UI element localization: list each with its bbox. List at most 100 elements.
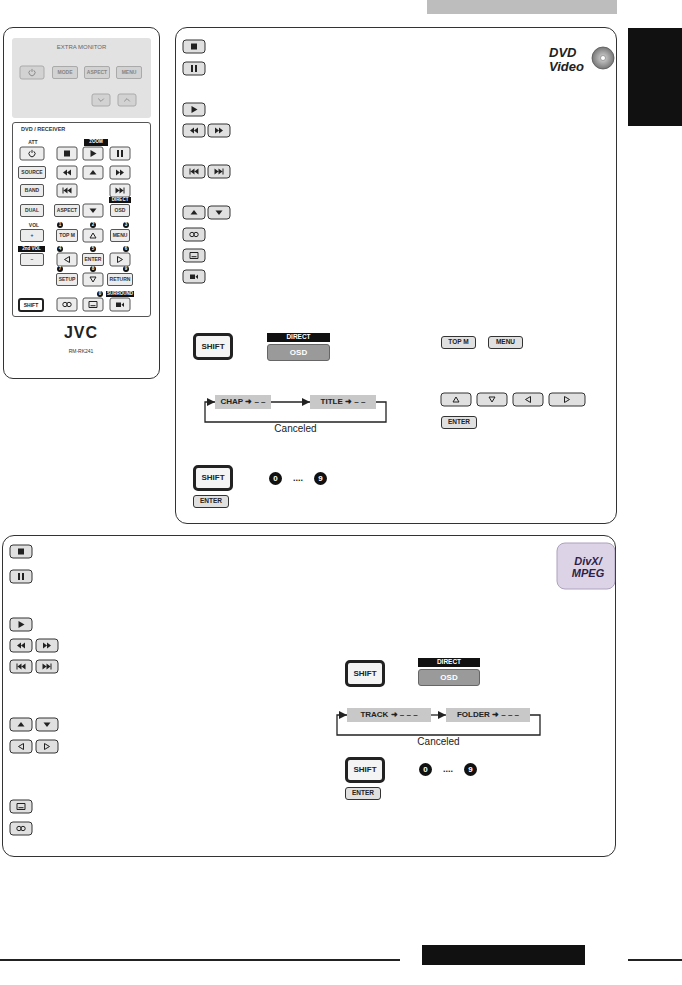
rew-button bbox=[183, 124, 205, 137]
button-text: CHAP ➜ – – bbox=[220, 398, 265, 406]
button-text: SOURCE bbox=[21, 170, 42, 175]
button-frame bbox=[36, 718, 58, 731]
osd-button: DIRECTOSD bbox=[418, 658, 480, 686]
shift-button: SHIFT bbox=[18, 298, 44, 312]
button-frame bbox=[83, 298, 103, 311]
button-glyph bbox=[18, 573, 24, 580]
button-glyph bbox=[43, 664, 52, 670]
button-glyph bbox=[489, 397, 495, 402]
button-text: TITLE ➜ – – bbox=[321, 398, 366, 406]
prev-button bbox=[183, 165, 205, 178]
remote-button: TOP M bbox=[56, 229, 78, 242]
ff-button bbox=[36, 639, 58, 652]
button-frame bbox=[92, 94, 110, 106]
tu-button bbox=[83, 229, 103, 242]
shift-button: SHIFT bbox=[193, 465, 233, 491]
number-key: 9 bbox=[464, 763, 477, 776]
button-glyph bbox=[19, 621, 25, 628]
shift-button: SHIFT bbox=[345, 757, 385, 783]
cycle-arrow bbox=[205, 402, 386, 422]
enter-button: ENTER bbox=[345, 787, 381, 800]
button-text: ASPECT bbox=[87, 70, 107, 75]
button-frame bbox=[57, 147, 77, 160]
search-step: FOLDER ➜ – – – bbox=[446, 708, 530, 722]
next-button bbox=[110, 184, 130, 197]
remote-button: OSD bbox=[110, 204, 130, 217]
button-text: MENU bbox=[113, 233, 128, 238]
number-key: 5 bbox=[90, 246, 96, 252]
next-button bbox=[36, 660, 58, 673]
button-glyph bbox=[453, 397, 459, 402]
button-glyph bbox=[565, 397, 570, 403]
rew-button bbox=[57, 166, 77, 179]
td-button bbox=[477, 393, 507, 406]
heading-text: JVC bbox=[4, 324, 158, 342]
button-glyph bbox=[17, 804, 25, 810]
button-glyph bbox=[216, 211, 223, 216]
dvd-panel: DVD VideoSHIFTDIRECTOSDCHAP ➜ – –TITLE ➜… bbox=[175, 27, 617, 524]
button-frame bbox=[183, 165, 205, 178]
page-tab bbox=[422, 945, 585, 965]
button-text: ASPECT bbox=[57, 208, 77, 213]
button-text: MODE bbox=[58, 70, 73, 75]
cycle-arrow bbox=[271, 401, 310, 402]
button-frame bbox=[83, 166, 103, 179]
heading-text: EXTRA MONITOR bbox=[12, 43, 151, 51]
audio-button bbox=[57, 298, 77, 311]
button-glyph bbox=[65, 257, 70, 263]
button-frame bbox=[57, 166, 77, 179]
up-button bbox=[183, 206, 205, 219]
tr-button bbox=[110, 253, 130, 266]
button-glyph bbox=[17, 826, 25, 830]
button-glyph bbox=[89, 302, 97, 308]
heading-text: DVD Video bbox=[549, 46, 593, 78]
language-tab bbox=[628, 28, 682, 126]
key-label: VOL bbox=[24, 222, 44, 228]
button-frame bbox=[110, 166, 130, 179]
button-glyph bbox=[63, 170, 71, 176]
button-frame bbox=[183, 124, 205, 137]
button-glyph bbox=[116, 170, 124, 176]
range-dots: .... bbox=[284, 472, 312, 485]
button-text: OSD bbox=[115, 208, 126, 213]
remote-button: ASPECT bbox=[54, 204, 80, 217]
button-glyph bbox=[98, 99, 104, 102]
key-label: ZOOM bbox=[84, 139, 108, 146]
button-text: SETUP bbox=[59, 277, 76, 282]
button-glyph bbox=[190, 232, 198, 236]
button-frame bbox=[183, 249, 205, 262]
remote-button: + bbox=[20, 229, 44, 242]
cycle-arrow bbox=[337, 715, 540, 735]
button-glyph bbox=[91, 150, 97, 157]
button-glyph bbox=[29, 150, 35, 157]
sub-button bbox=[183, 249, 205, 262]
play-button bbox=[10, 618, 32, 631]
number-key: 3 bbox=[123, 222, 129, 228]
number-key: 9 bbox=[314, 472, 327, 485]
down-button bbox=[208, 206, 230, 219]
menu-button: MENU bbox=[488, 336, 523, 349]
number-key: 0 bbox=[97, 291, 103, 297]
tl-button bbox=[57, 253, 77, 266]
button-frame bbox=[183, 228, 205, 241]
button-frame bbox=[83, 204, 103, 217]
button-text: ENTER bbox=[85, 257, 102, 262]
button-frame bbox=[83, 273, 103, 286]
button-frame bbox=[441, 393, 471, 406]
button-glyph bbox=[45, 744, 50, 750]
heading-text: DivX/ MPEG bbox=[560, 546, 616, 588]
number-key: 7 bbox=[57, 266, 63, 272]
button-frame bbox=[10, 718, 32, 731]
divx-logo bbox=[557, 543, 615, 589]
disc-hole bbox=[601, 56, 606, 61]
remote-button: MODE bbox=[52, 66, 78, 79]
pause-button bbox=[183, 62, 205, 75]
number-key: 8 bbox=[90, 266, 96, 272]
button-frame bbox=[10, 660, 32, 673]
button-text: MENU bbox=[496, 339, 515, 346]
button-text: TRACK ➜ – – – bbox=[360, 711, 417, 719]
chevu-button bbox=[118, 94, 136, 106]
button-text: MENU bbox=[122, 70, 137, 75]
button-frame bbox=[83, 229, 103, 242]
ff-button bbox=[208, 124, 230, 137]
